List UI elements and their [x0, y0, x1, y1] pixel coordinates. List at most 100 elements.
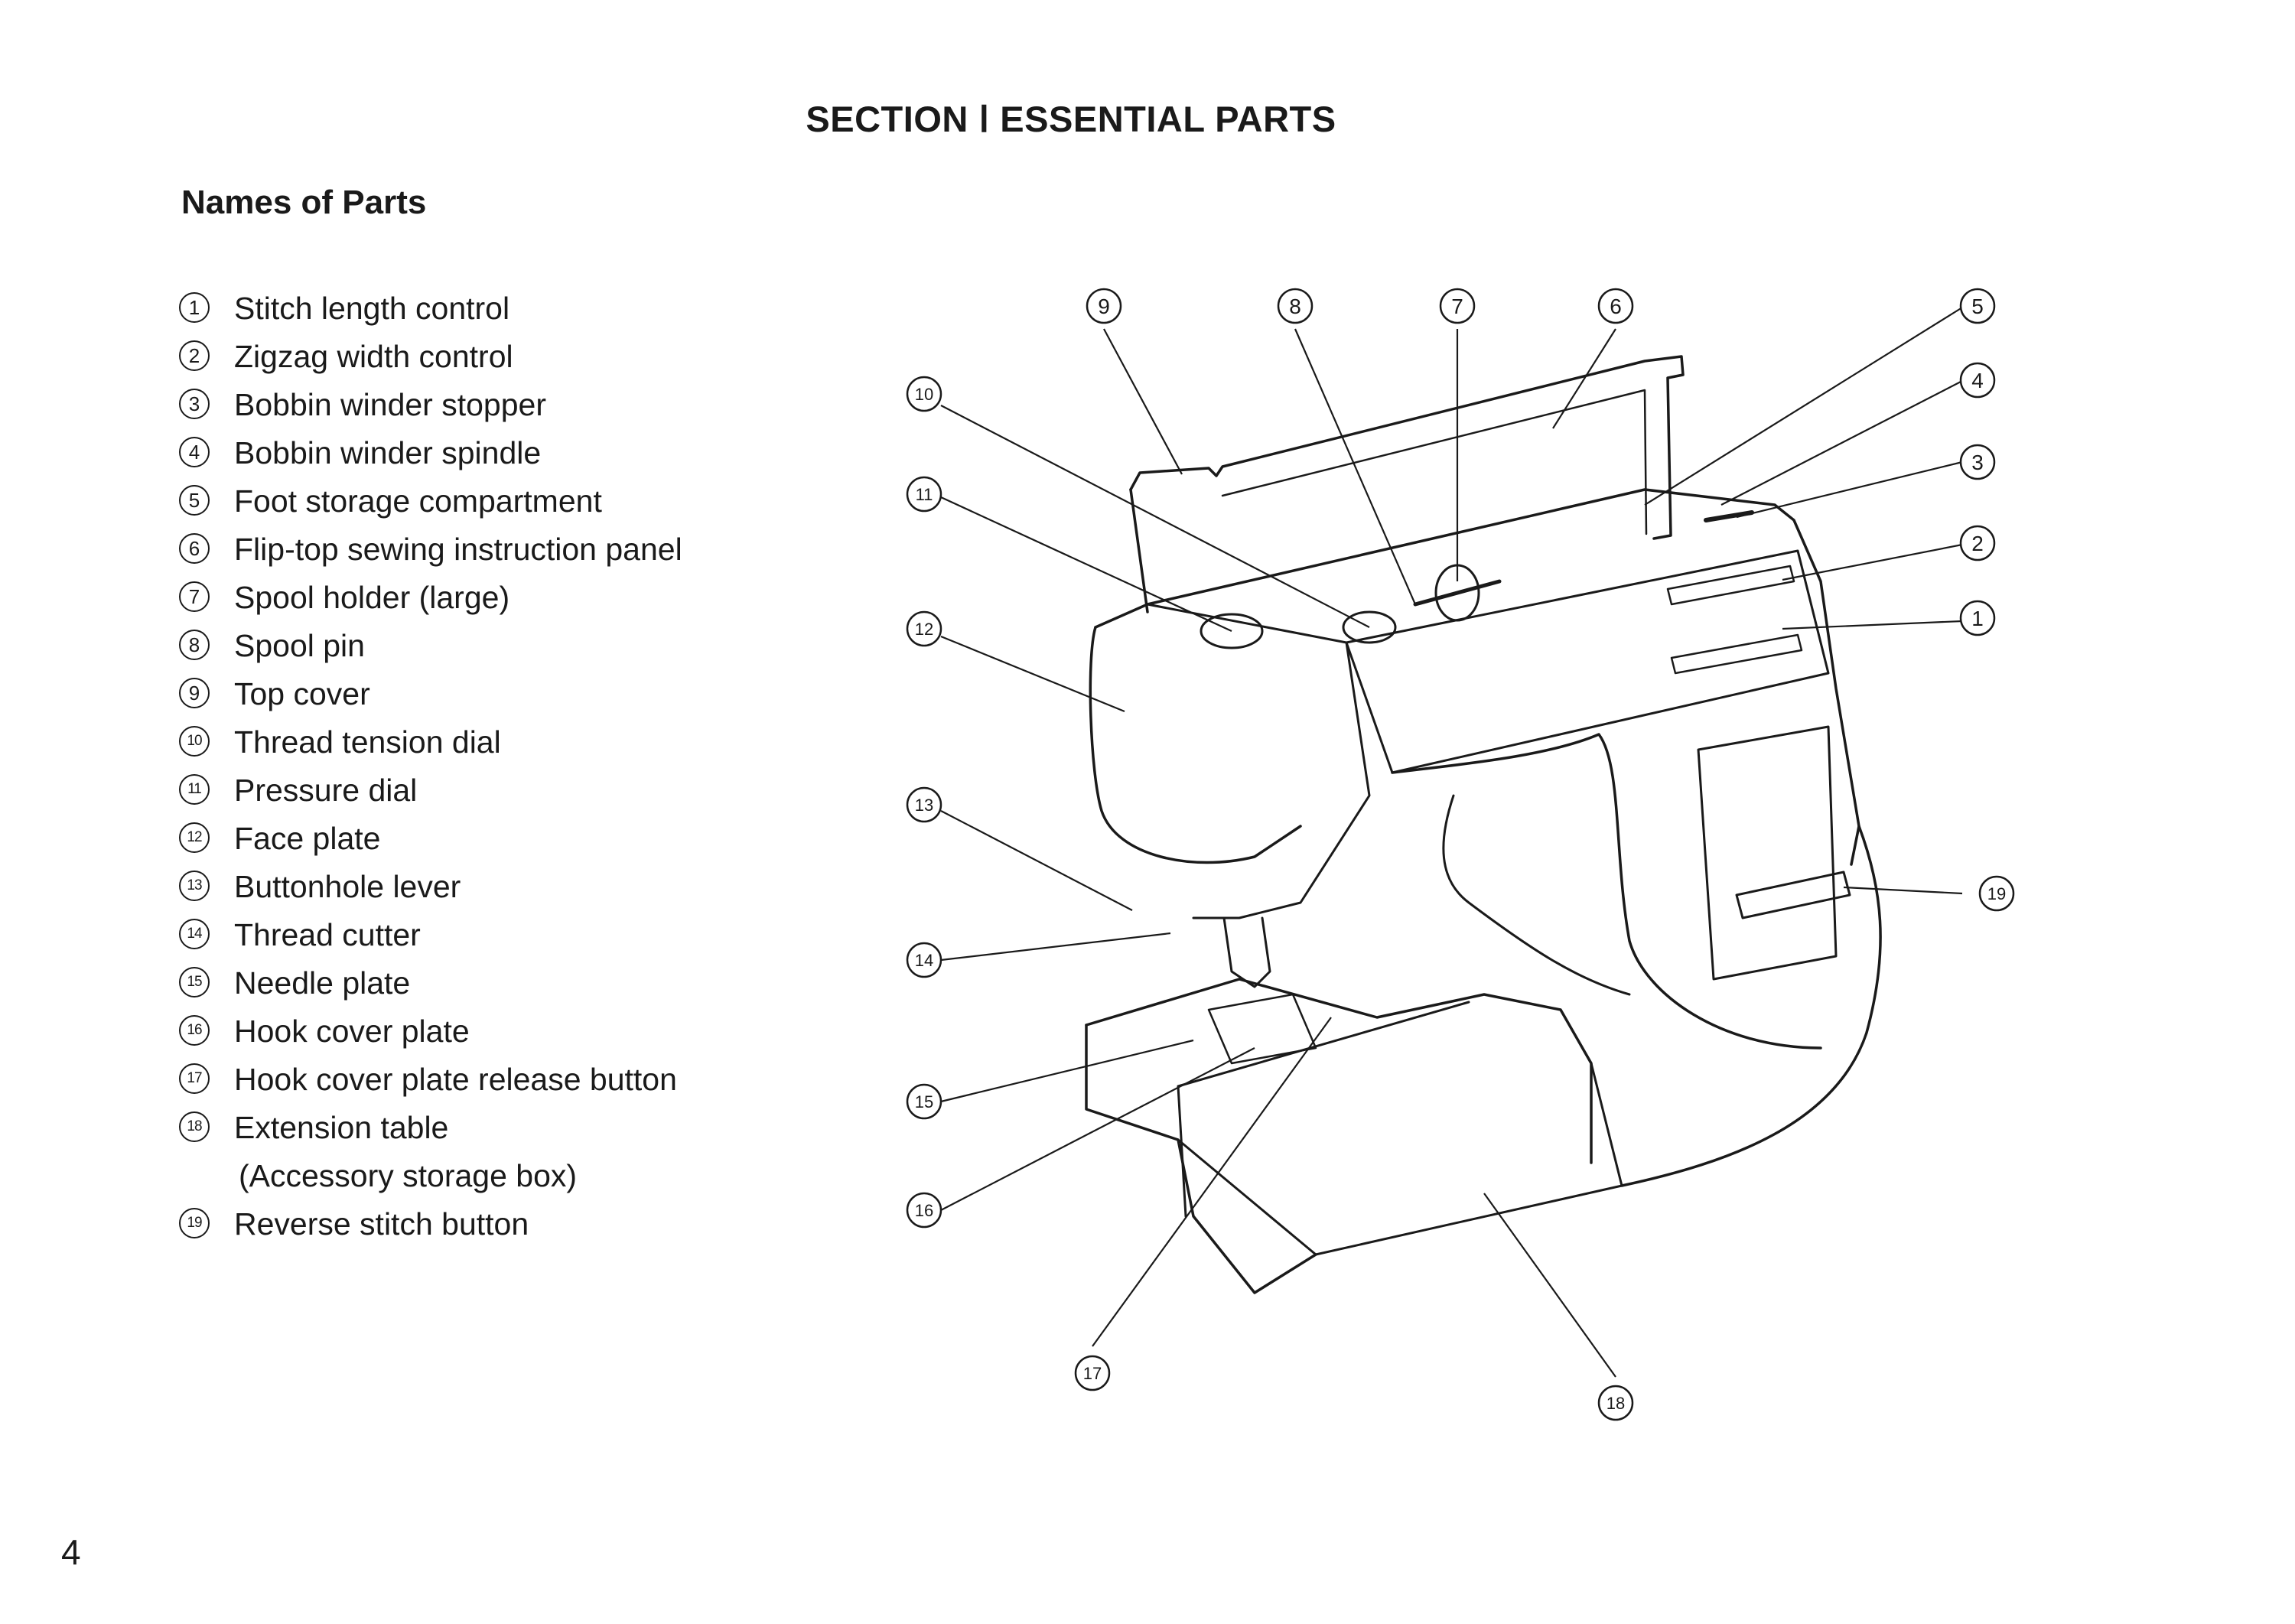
part-sublabel: (Accessory storage box) [239, 1158, 578, 1193]
callout-number: 5 [1971, 295, 1984, 318]
part-number-badge: 3 [179, 389, 210, 419]
extension-front [1177, 1001, 1623, 1256]
names-of-parts-heading: Names of Parts [181, 184, 427, 221]
callout-circle [906, 1083, 942, 1120]
part-number-badge: 16 [179, 1015, 210, 1046]
part-number-badge: 4 [179, 437, 210, 467]
reverse-button [1735, 871, 1851, 919]
leader-line [1644, 307, 1963, 506]
callout-circle [1959, 444, 1996, 480]
callout-circle [1597, 1385, 1634, 1421]
part-label: Zigzag width control [234, 339, 513, 374]
leader-line [940, 405, 1370, 628]
extension-table [1085, 1024, 1317, 1294]
part-label: Pressure dial [234, 773, 418, 808]
part-number-badge: 14 [179, 919, 210, 949]
machine-right-side [1620, 825, 1882, 1187]
part-number-badge: 13 [179, 871, 210, 901]
callout-number: 1 [1971, 607, 1984, 630]
page-number: 4 [61, 1532, 81, 1572]
part-number-badge: 18 [179, 1111, 210, 1142]
callout-circle [906, 476, 942, 513]
machine-arm [1391, 733, 1822, 1050]
callout-circle [1086, 288, 1122, 324]
sewing-machine-illustration [1085, 355, 1882, 1294]
callout-number: 10 [915, 385, 933, 404]
callout-circle [906, 1192, 942, 1229]
needle-plate [1207, 993, 1317, 1065]
side-panel [1697, 725, 1838, 981]
leader-line [1782, 620, 1963, 630]
part-label: Top cover [234, 676, 370, 711]
callout-number: 19 [1987, 884, 2006, 903]
callout-number: 6 [1610, 295, 1622, 318]
callout-number: 4 [1971, 369, 1984, 392]
leader-line [1720, 380, 1963, 506]
callout-circle [1959, 600, 1996, 636]
part-number-badge: 17 [179, 1063, 210, 1094]
part-label: Thread cutter [234, 917, 421, 952]
callout-circle [906, 610, 942, 647]
callout-circle [1959, 525, 1996, 561]
callout-number: 3 [1971, 451, 1984, 474]
leader-line [1483, 1193, 1616, 1378]
callout-circle [1439, 288, 1476, 324]
callout-number: 12 [915, 620, 933, 639]
part-label: Spool pin [234, 628, 365, 663]
leader-line [940, 810, 1133, 911]
callout-number: 16 [915, 1201, 933, 1220]
part-number-badge: 9 [179, 678, 210, 708]
part-number-badge: 7 [179, 581, 210, 612]
callout-circle [1978, 875, 2015, 912]
control-slot-2 [1670, 633, 1803, 675]
leader-line [940, 1039, 1194, 1103]
bobbin-spindle-shape [1704, 510, 1754, 522]
part-label: Extension table [234, 1110, 449, 1145]
part-label: Reverse stitch button [234, 1206, 529, 1242]
tension-dial-shape [1342, 610, 1397, 644]
leader-line [1843, 886, 1963, 895]
front-panel [1345, 549, 1830, 774]
callout-circle [906, 942, 942, 978]
callout-number: 13 [915, 796, 933, 815]
part-label: Bobbin winder spindle [234, 435, 542, 470]
flip-top-lid [1129, 355, 1685, 540]
part-number-badge: 11 [179, 774, 210, 805]
part-number-badge: 15 [179, 967, 210, 998]
part-label: Needle plate [234, 965, 411, 1001]
section-title: SECTION Ⅰ ESSENTIAL PARTS [806, 99, 1336, 139]
callout-leader-lines [940, 307, 1963, 1378]
callout-number: 18 [1606, 1394, 1625, 1413]
part-number-badge: 2 [179, 340, 210, 371]
part-number-badge: 8 [179, 630, 210, 660]
part-label: Bobbin winder stopper [234, 387, 546, 422]
part-label: Spool holder (large) [234, 580, 510, 615]
callout-number: 11 [916, 485, 933, 504]
callout-number: 17 [1083, 1364, 1102, 1383]
part-number-badge: 6 [179, 533, 210, 564]
callout-number: 8 [1289, 295, 1301, 318]
leader-line [940, 496, 1232, 632]
leader-line [1736, 461, 1963, 519]
leader-line [1782, 543, 1963, 581]
leader-line [940, 932, 1171, 962]
part-label: Face plate [234, 821, 381, 856]
part-number-badge: 19 [179, 1208, 210, 1238]
machine-top-body [1094, 488, 1860, 866]
spool-pin-shape [1413, 579, 1502, 607]
callout-number: 9 [1098, 295, 1110, 318]
machine-head [1089, 626, 1302, 864]
flip-top-lid-inner [1221, 389, 1648, 535]
callout-circle [906, 376, 942, 412]
callout-circles [906, 288, 2015, 1421]
callout-number: 7 [1451, 295, 1463, 318]
callout-number: 15 [915, 1092, 933, 1111]
part-label: Stitch length control [234, 291, 510, 326]
leader-line [940, 1047, 1255, 1211]
leader-line [1092, 1017, 1332, 1347]
leader-line [1103, 328, 1183, 475]
presser-foot [1222, 916, 1271, 988]
part-label: Buttonhole lever [234, 869, 461, 904]
part-label: Foot storage compartment [234, 483, 602, 519]
callout-circle [1959, 288, 1996, 324]
